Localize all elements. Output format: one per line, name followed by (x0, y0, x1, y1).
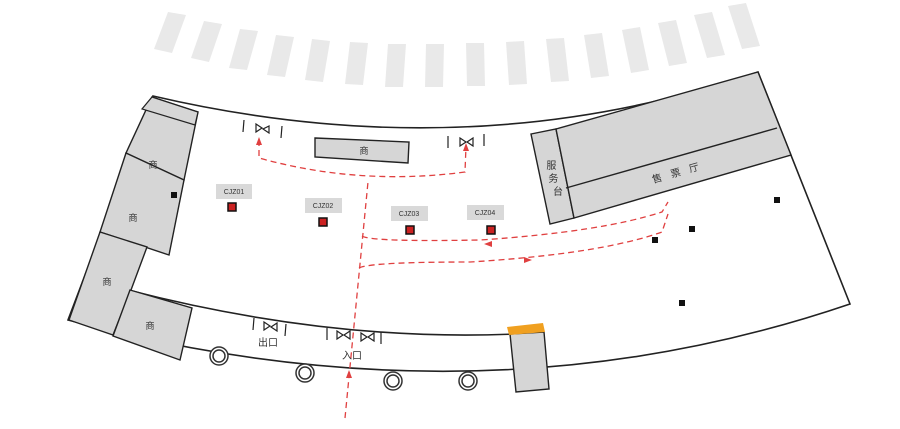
sensor-marker (486, 225, 496, 235)
shop-bottom-left-label: 商 (145, 320, 154, 332)
sensor-tag (391, 206, 428, 221)
entrance-label: 入口 (342, 351, 362, 362)
sensor-marker (227, 202, 237, 212)
route-lower-outbound (358, 213, 669, 269)
shop-bottom-left (112, 289, 193, 361)
sensor-label: CJZ02 (313, 203, 334, 210)
sensor-cjz03[interactable]: CJZ03 (391, 206, 428, 235)
shop-left-lower-label: 商 (102, 276, 111, 288)
sensor-marker (318, 217, 328, 227)
sensor-tag (216, 184, 252, 199)
orange-marker (507, 323, 545, 335)
ticket-hall-divider (565, 127, 778, 189)
sensor-tag (467, 205, 504, 220)
sensor-label: CJZ03 (399, 211, 420, 218)
sensor-label: CJZ01 (224, 189, 245, 196)
entrance-gate[interactable] (326, 328, 382, 344)
sensor-cjz01[interactable]: CJZ01 (216, 184, 252, 212)
shop-left-upper-label: 商 (148, 159, 157, 171)
sensor-tag (305, 198, 342, 213)
route-upper-return (361, 201, 669, 242)
passenger-routes (258, 140, 669, 419)
route-top-loop (258, 140, 467, 178)
platform-edge-stripes (154, 3, 760, 87)
shop-top-center-label: 商 (359, 145, 368, 157)
sensor-cjz02[interactable]: CJZ02 (305, 198, 342, 227)
equipment-dots (171, 192, 780, 306)
columns (209, 346, 478, 391)
shop-left-top-cap (140, 96, 199, 126)
route-arrows (256, 137, 532, 378)
exit-label: 出口 (258, 336, 278, 349)
corridor-wall (127, 289, 516, 336)
exit-gate[interactable] (252, 317, 287, 337)
sensor-label: CJZ04 (475, 210, 496, 217)
shop-top-center (314, 137, 410, 164)
gate-top-left[interactable] (242, 119, 283, 139)
gate-top-right[interactable] (447, 134, 485, 148)
shop-left-middle (99, 152, 185, 256)
sensor-cjz04[interactable]: CJZ04 (467, 205, 504, 235)
sensor-marker (405, 225, 415, 235)
ticket-hall-room (555, 71, 792, 219)
shop-left-middle-label: 商 (128, 212, 137, 224)
bottom-right-room (509, 331, 550, 393)
service-desk-label: 服 务 台 (546, 160, 563, 198)
